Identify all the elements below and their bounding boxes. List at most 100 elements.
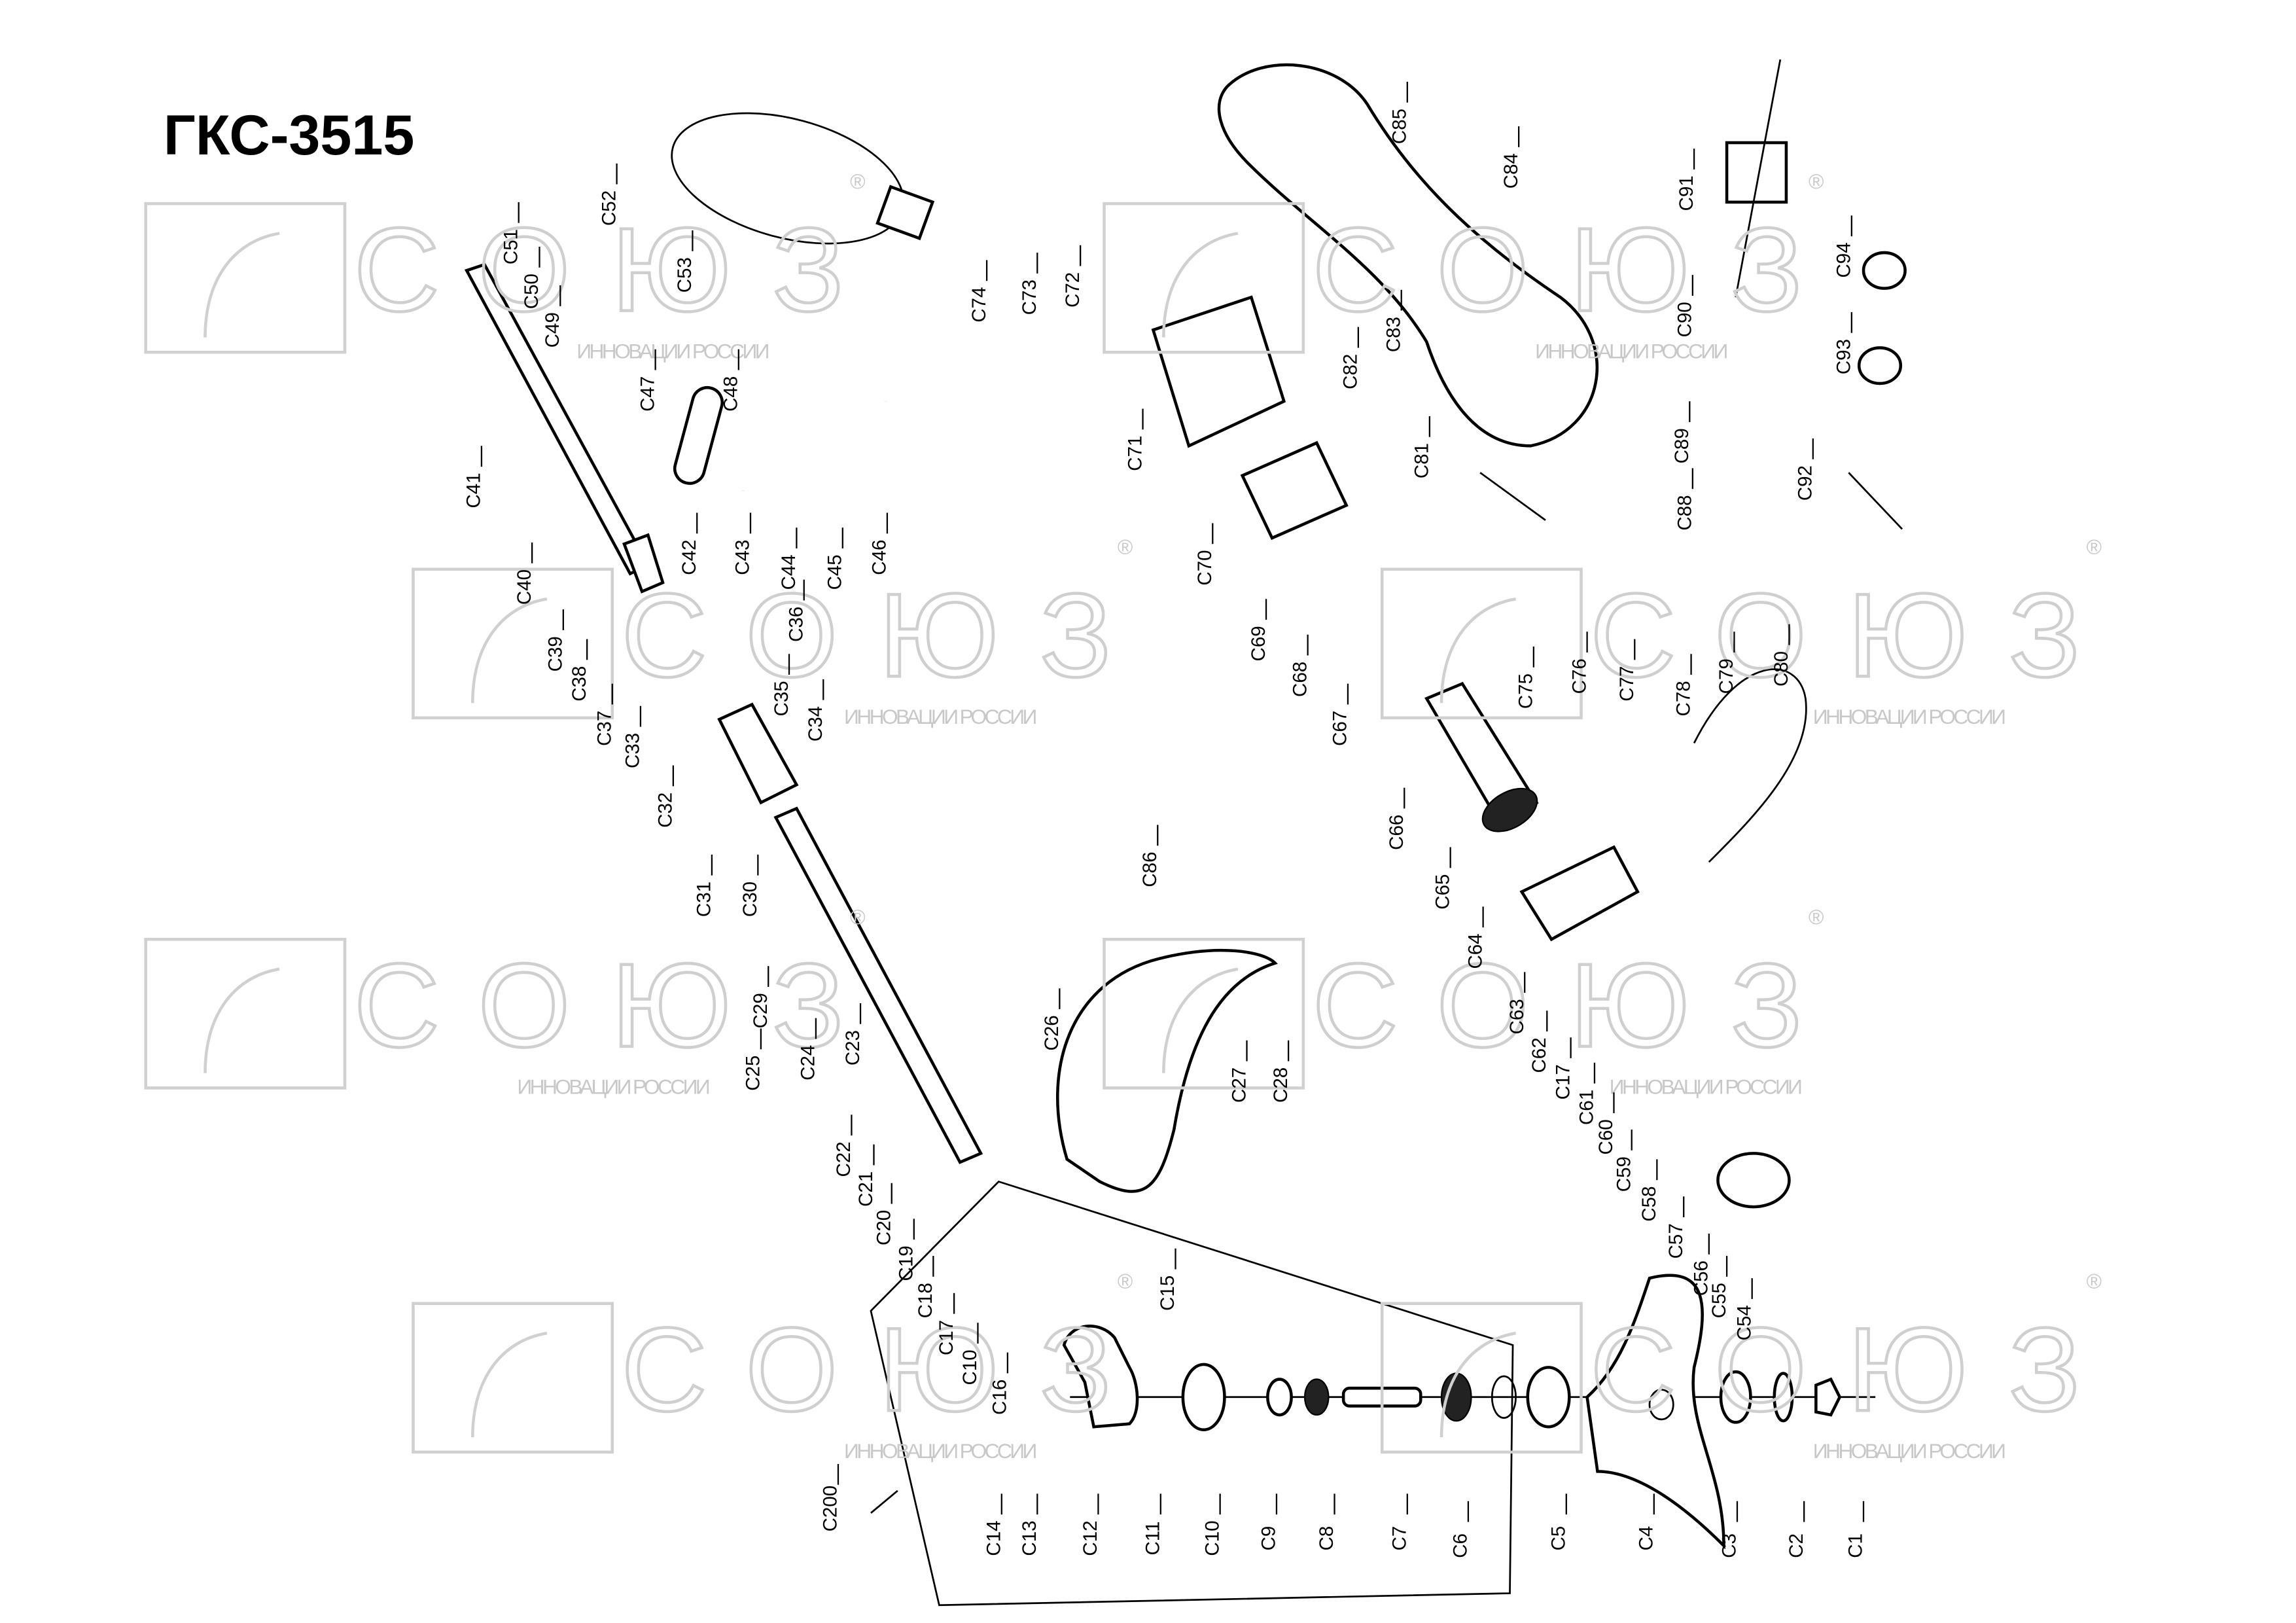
watermark-registered-mark: ® bbox=[2087, 535, 2102, 559]
part-label: C10 bbox=[1201, 1520, 1223, 1556]
part-label: C34 bbox=[805, 706, 826, 741]
part-label: C36 bbox=[785, 607, 807, 642]
part-label: C42 bbox=[679, 540, 700, 575]
part-label: C26 bbox=[1041, 1015, 1063, 1050]
part-label: C71 bbox=[1124, 436, 1146, 471]
part-label: C39 bbox=[545, 636, 567, 671]
watermark-arrow-icon bbox=[1439, 597, 1516, 704]
part-label: C6 bbox=[1450, 1533, 1472, 1558]
part-label: C27 bbox=[1228, 1067, 1250, 1103]
part-label: C35 bbox=[771, 681, 792, 716]
part-label: C93 bbox=[1833, 339, 1855, 374]
part-label: C50 bbox=[521, 274, 542, 309]
part-label: C19 bbox=[896, 1245, 917, 1281]
part-label: C20 bbox=[873, 1210, 894, 1245]
guard bbox=[1055, 948, 1278, 1193]
part-label: C22 bbox=[833, 1141, 855, 1177]
watermark-brand: СОЮЗ bbox=[1590, 1303, 2080, 1436]
part-label: C31 bbox=[694, 882, 715, 917]
part-label: C65 bbox=[1432, 874, 1453, 910]
part-label: C17 bbox=[936, 1320, 957, 1355]
part-labels: C1C2C3C4C5C6C7C8C9C10C11C12C13C14C15C16C… bbox=[463, 81, 1867, 1558]
part-label: C83 bbox=[1383, 317, 1404, 352]
part-label: C63 bbox=[1506, 999, 1528, 1034]
watermark-tagline: ИННОВАЦИИ РОССИИ bbox=[1535, 339, 1728, 363]
lower-shaft bbox=[773, 806, 983, 1164]
part-label: C66 bbox=[1386, 815, 1407, 850]
watermark-registered-mark: ® bbox=[850, 169, 865, 193]
part-label: C79 bbox=[1716, 658, 1737, 694]
part-label: C57 bbox=[1665, 1223, 1687, 1258]
part-label: C48 bbox=[720, 376, 742, 412]
part-label: C2 bbox=[1786, 1533, 1807, 1558]
watermark-logo-box bbox=[144, 202, 347, 354]
part-label: C18 bbox=[915, 1283, 936, 1318]
part-label: C76 bbox=[1568, 658, 1590, 694]
part-label: C69 bbox=[1248, 626, 1269, 661]
part-label: C200 bbox=[820, 1486, 841, 1532]
part-label: C51 bbox=[500, 229, 521, 264]
watermark-registered-mark: ® bbox=[1809, 169, 1824, 193]
part-label: C54 bbox=[1733, 1305, 1755, 1340]
part-label: C14 bbox=[983, 1520, 1005, 1556]
watermark-arrow-icon bbox=[1162, 232, 1239, 338]
part-label: C73 bbox=[1019, 279, 1040, 315]
part-label: C28 bbox=[1270, 1067, 1292, 1103]
part-label: C23 bbox=[842, 1030, 864, 1065]
watermark-logo-box bbox=[412, 567, 614, 720]
part-label: C13 bbox=[1019, 1520, 1040, 1556]
part-label: C45 bbox=[824, 554, 846, 590]
part-label: C37 bbox=[594, 711, 616, 746]
part-label: C90 bbox=[1674, 302, 1696, 337]
part-label: C52 bbox=[598, 190, 620, 226]
watermark-logo-box bbox=[1103, 938, 1305, 1090]
watermark-tagline: ИННОВАЦИИ РОССИИ bbox=[1813, 1439, 2006, 1463]
part-label: C41 bbox=[463, 473, 485, 508]
part-label: C61 bbox=[1576, 1090, 1598, 1125]
part-label: C94 bbox=[1833, 242, 1855, 277]
c200-group-outline bbox=[870, 1180, 1514, 1607]
part-label: C55 bbox=[1708, 1283, 1730, 1318]
part-label: C77 bbox=[1616, 666, 1638, 702]
part-label: C47 bbox=[637, 376, 658, 412]
part-label: C46 bbox=[869, 540, 891, 575]
part-label: C15 bbox=[1157, 1275, 1178, 1311]
part-label: C85 bbox=[1389, 109, 1411, 144]
part-label: C49 bbox=[542, 312, 563, 348]
part-label: C4 bbox=[1636, 1526, 1657, 1551]
part-label: C70 bbox=[1194, 550, 1216, 585]
part-label: C11 bbox=[1142, 1522, 1164, 1556]
part-label: C10 bbox=[959, 1349, 981, 1385]
part-label: C64 bbox=[1464, 933, 1486, 969]
part-label: C7 bbox=[1389, 1526, 1411, 1551]
part-label: C1 bbox=[1845, 1533, 1867, 1558]
part-label: C8 bbox=[1316, 1526, 1337, 1551]
watermark-brand: СОЮЗ bbox=[1590, 569, 2080, 702]
watermark-logo-box bbox=[1103, 202, 1305, 354]
watermark-logo-box bbox=[1380, 1302, 1583, 1454]
part-label: C33 bbox=[622, 733, 644, 768]
watermark-tagline: ИННОВАЦИИ РОССИИ bbox=[844, 1439, 1037, 1463]
watermark-arrow-icon bbox=[471, 597, 548, 704]
part-label: C72 bbox=[1062, 272, 1084, 308]
part-label: C30 bbox=[739, 882, 761, 917]
part-label: C43 bbox=[732, 540, 754, 575]
part-label: C12 bbox=[1080, 1520, 1101, 1556]
part-label: C84 bbox=[1500, 153, 1522, 188]
watermark-logo-box bbox=[1380, 567, 1583, 720]
part-label: C56 bbox=[1691, 1260, 1712, 1296]
part-label: C32 bbox=[655, 793, 677, 828]
part-label: C25 bbox=[743, 1056, 764, 1091]
model-title: ГКС-3515 bbox=[164, 104, 415, 167]
parts-drawing bbox=[464, 59, 1907, 1607]
part-label: C86 bbox=[1139, 851, 1161, 887]
watermark-tagline: ИННОВАЦИИ РОССИИ bbox=[576, 339, 769, 363]
part-label: C17 bbox=[1552, 1064, 1574, 1099]
watermark-tagline: ИННОВАЦИИ РОССИИ bbox=[1610, 1075, 1803, 1099]
part-label: C68 bbox=[1289, 662, 1311, 697]
